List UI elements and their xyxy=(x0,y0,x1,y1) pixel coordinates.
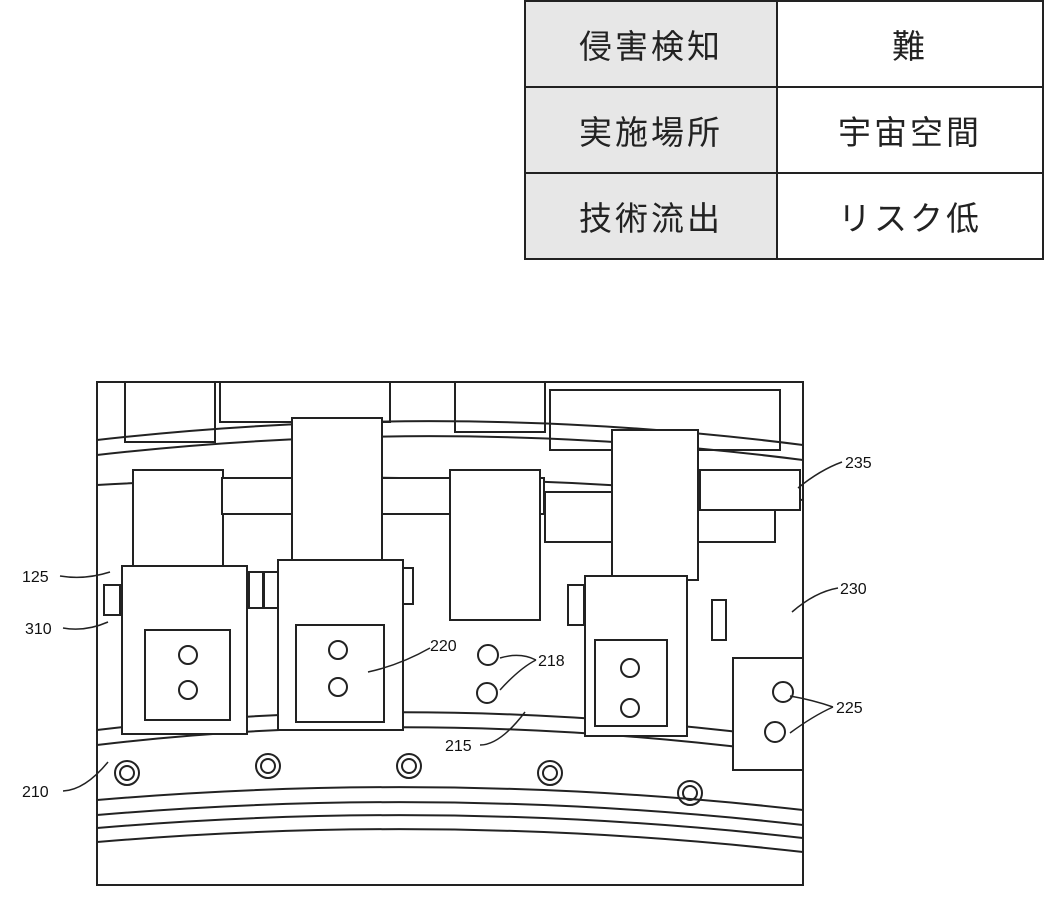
table-row: 侵害検知 難 xyxy=(524,0,1044,88)
mechanism-drawing xyxy=(97,382,803,853)
reference-label-220: 220 xyxy=(430,638,457,655)
reference-label-125: 125 xyxy=(22,569,49,586)
table-row: 実施場所 宇宙空間 xyxy=(524,86,1044,174)
row-label-implementation-location: 実施場所 xyxy=(524,86,778,174)
leader-lines xyxy=(59,461,843,792)
comparison-table: 侵害検知 難 実施場所 宇宙空間 技術流出 リスク低 xyxy=(524,0,1044,260)
row-label-technology-leakage: 技術流出 xyxy=(524,172,778,260)
row-value-infringement-detection: 難 xyxy=(776,0,1044,88)
row-value-technology-leakage: リスク低 xyxy=(776,172,1044,260)
reference-label-210: 210 xyxy=(22,784,49,801)
row-label-infringement-detection: 侵害検知 xyxy=(524,0,778,88)
patent-mechanism-drawing: 125 310 210 220 218 215 235 230 225 xyxy=(22,381,872,886)
reference-label-230: 230 xyxy=(840,581,867,598)
row-value-implementation-location: 宇宙空間 xyxy=(776,86,1044,174)
reference-label-218: 218 xyxy=(538,653,565,670)
table-row: 技術流出 リスク低 xyxy=(524,172,1044,260)
drawing-frame xyxy=(96,381,804,886)
reference-label-215: 215 xyxy=(445,738,472,755)
reference-label-310: 310 xyxy=(25,621,52,638)
reference-label-225: 225 xyxy=(836,700,863,717)
reference-label-235: 235 xyxy=(845,455,872,472)
